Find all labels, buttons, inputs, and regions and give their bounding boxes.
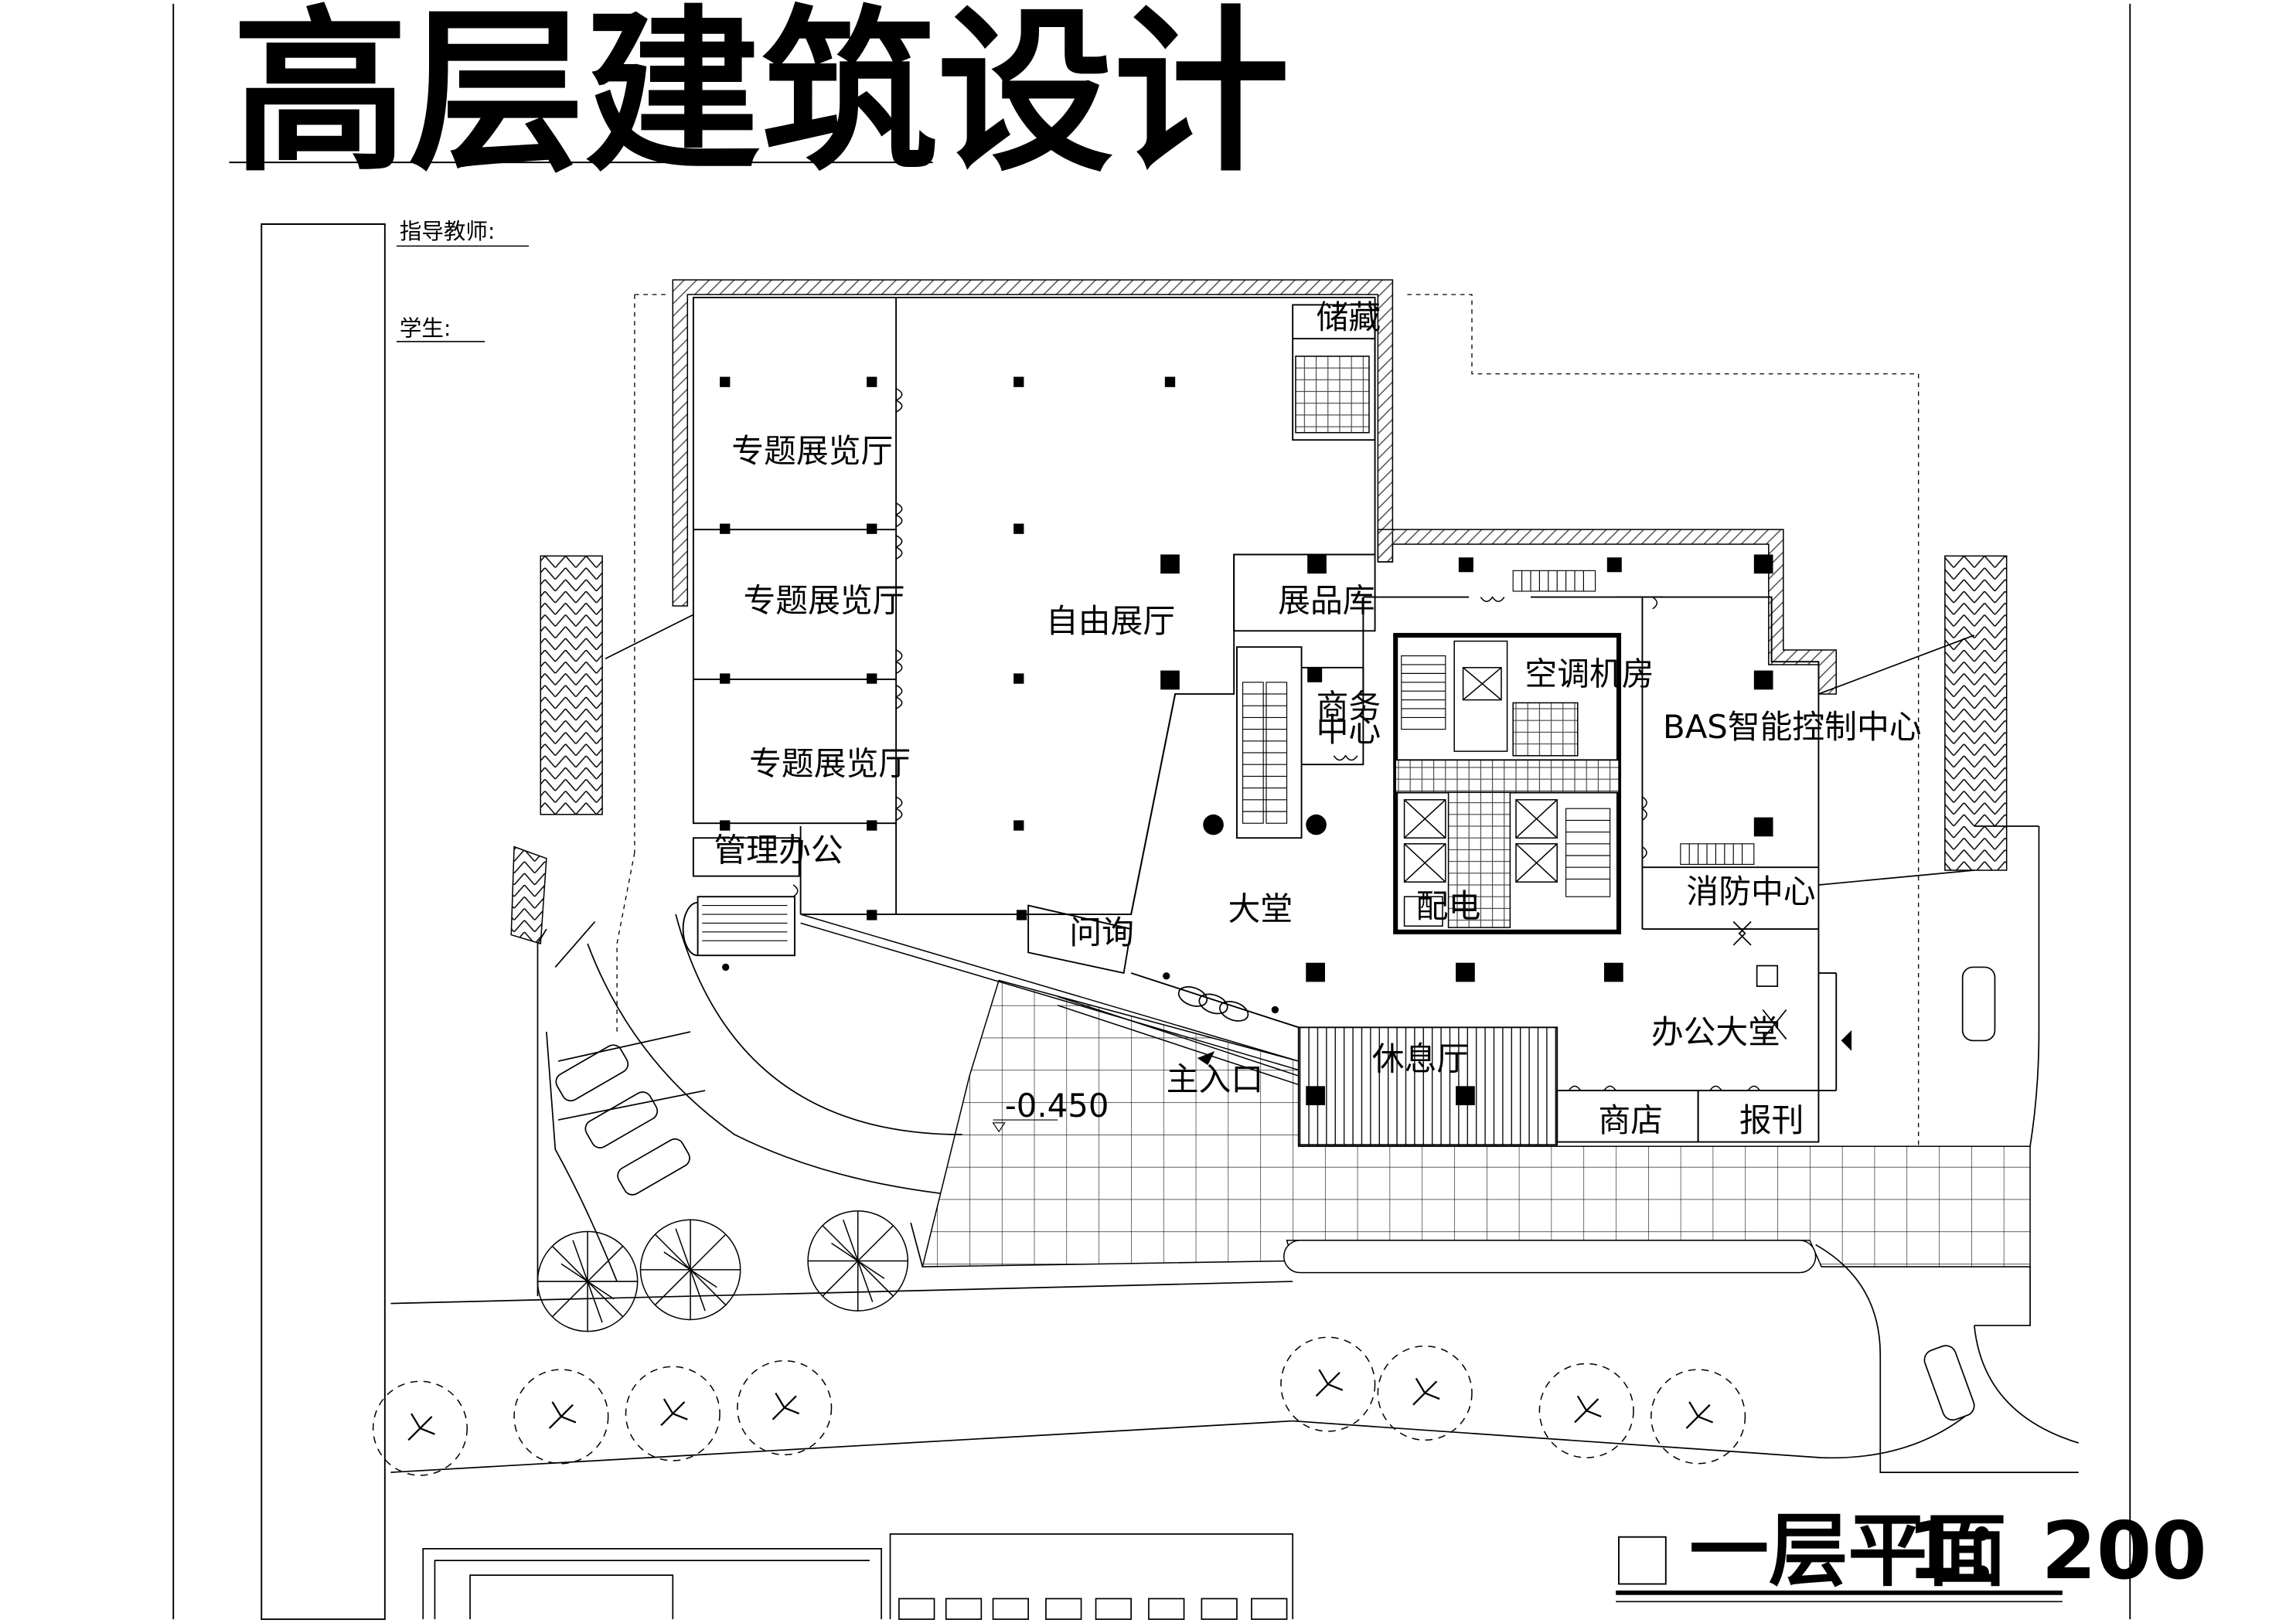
core-interior <box>1295 356 1620 928</box>
label-office-lobby: 办公大堂 <box>1651 1013 1780 1051</box>
tree-large <box>807 1210 909 1312</box>
label-admin-office: 管理办公 <box>714 832 843 869</box>
escalator-treads <box>1242 693 1287 812</box>
stairs-escalators <box>702 570 1755 941</box>
label-business-1: 商务 <box>1317 687 1381 725</box>
label-lobby: 大堂 <box>1228 890 1293 928</box>
tree-large <box>639 1219 741 1321</box>
tree-large <box>537 1230 639 1332</box>
label-bas-center: BAS智能控制中心 <box>1663 708 1922 746</box>
door-swings <box>792 388 1761 1091</box>
label-free-hall: 自由展厅 <box>1046 602 1175 640</box>
student-label: 学生: <box>400 315 451 341</box>
street-tree-marks <box>407 1369 1714 1441</box>
label-fire-center: 消防中心 <box>1686 873 1815 910</box>
label-elevation: -0.450 <box>1005 1087 1109 1125</box>
structural-columns <box>720 376 1773 1106</box>
label-hvac-room: 空调机房 <box>1524 655 1654 693</box>
label-business-2: 中心 <box>1317 711 1381 749</box>
planting-strips <box>510 555 2008 945</box>
label-main-entrance: 主入口 <box>1167 1060 1263 1098</box>
label-storage: 储藏 <box>1317 298 1381 336</box>
instructor-label: 指导教师: <box>400 219 496 244</box>
label-shop: 商店 <box>1598 1101 1663 1139</box>
entrance-plaza <box>921 979 2031 1274</box>
drawing-scale: 1：200 <box>1906 1506 2206 1597</box>
drawing-title: 一层平面 <box>1689 1506 2006 1597</box>
sheet-title: 高层建筑设计 <box>232 0 1289 196</box>
label-theme-hall-1: 专题展览厅 <box>731 432 893 470</box>
label-inquiry: 问询 <box>1069 914 1134 951</box>
label-lounge: 休息厅 <box>1372 1039 1469 1077</box>
label-exhibit-store: 展品库 <box>1278 582 1375 620</box>
label-distribution: 配电 <box>1416 887 1481 925</box>
street-trees <box>372 1336 1746 1476</box>
adjacent-building <box>422 1533 1294 1620</box>
parking-cars <box>555 966 1996 1421</box>
exterior-walls <box>672 279 1837 695</box>
sheet-frame <box>172 3 2131 1621</box>
label-theme-hall-2: 专题展览厅 <box>743 582 904 620</box>
floor-plan-walls <box>682 296 1838 1146</box>
drawing-title-block: 一层平面 1：200 <box>1616 1506 2207 1603</box>
room-labels: 专题展览厅 专题展览厅 专题展览厅 自由展厅 储藏 展品库 商务 中心 管理办公… <box>714 298 1921 1139</box>
title-block: 高层建筑设计 指导教师: 学生: <box>229 0 1289 342</box>
trees <box>372 1210 1746 1476</box>
label-newsstand: 报刊 <box>1739 1101 1804 1139</box>
label-theme-hall-3: 专题展览厅 <box>749 744 911 782</box>
